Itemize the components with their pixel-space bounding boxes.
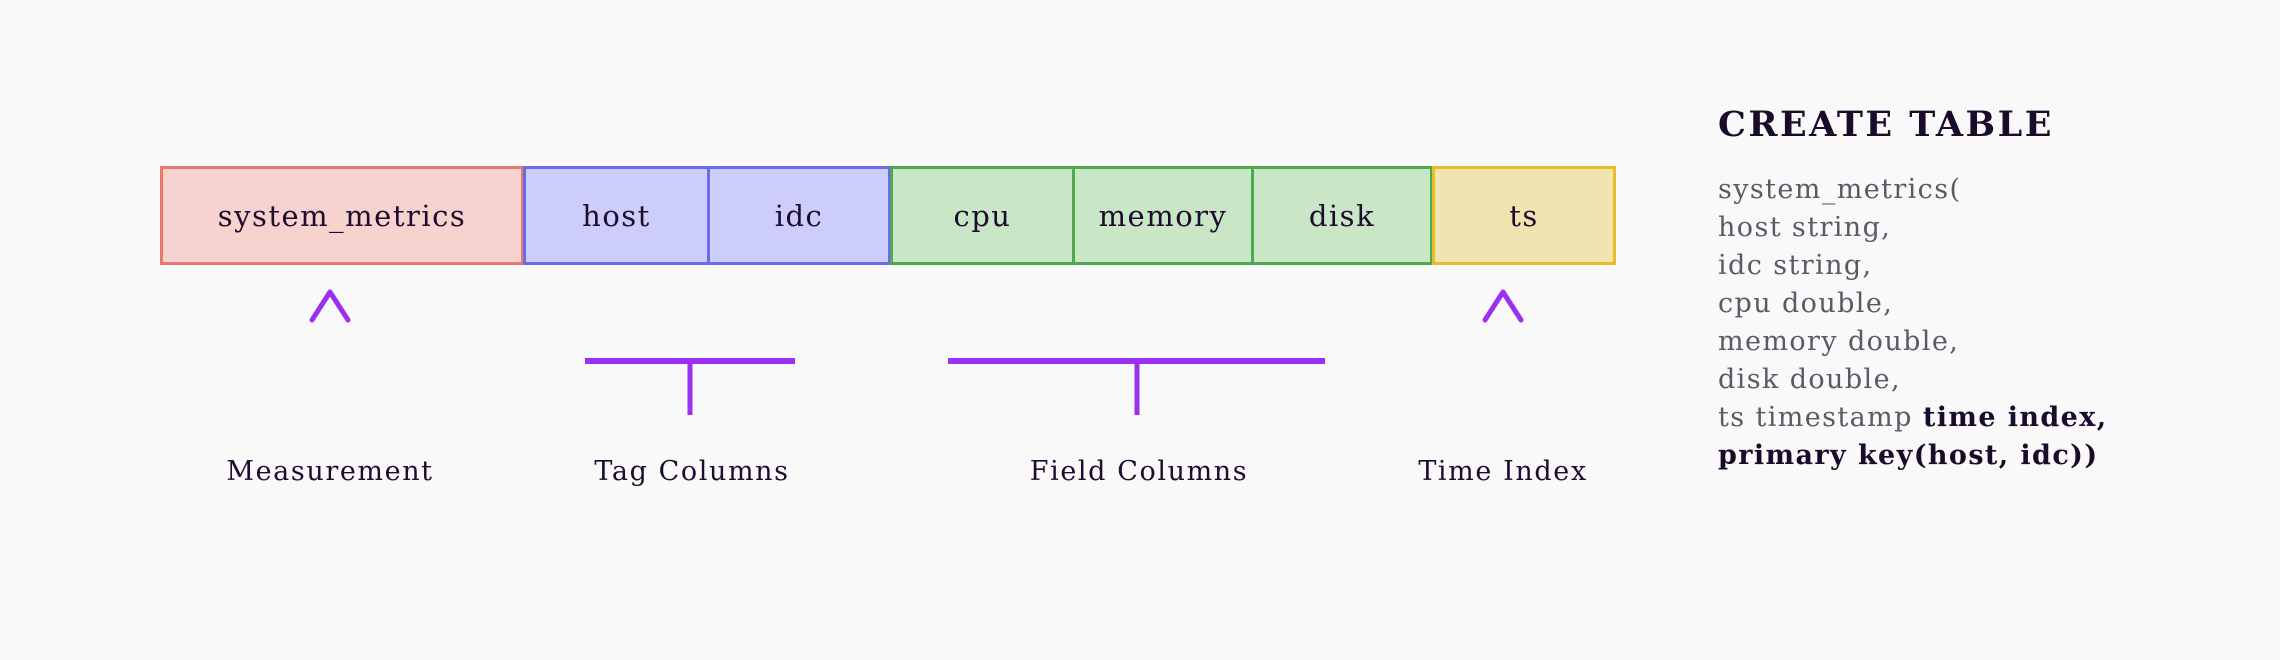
column-group-tag: host idc [523,166,891,265]
column-cell-system-metrics[interactable]: system_metrics [217,198,467,233]
legend-label-tag-columns: Tag Columns [594,456,790,487]
code-line: system_metrics( [1718,171,2108,209]
connector-bracket-field [948,300,1325,415]
code-text: idc string, [1718,250,1873,281]
table-schema-strip: system_metrics host idc cpu memory disk … [160,166,1616,265]
legend-label-measurement: Measurement [226,456,434,487]
code-line: cpu double, [1718,285,2108,323]
connector-arrow-time-index [1482,289,1524,415]
legend-label-time-index: Time Index [1418,456,1588,487]
code-line: ts timestamp time index, [1718,399,2108,437]
code-keyword: time index, [1922,402,2108,433]
create-table-code-panel: CREATE TABLE system_metrics(host string,… [1718,104,2108,475]
code-text: disk double, [1718,364,1901,395]
code-line: disk double, [1718,361,2108,399]
column-group-measurement: system_metrics [160,166,524,265]
code-line: host string, [1718,209,2108,247]
code-keyword: primary key(host, idc)) [1718,440,2099,471]
column-cell-disk[interactable]: disk [1251,169,1430,262]
code-text: host string, [1718,212,1892,243]
column-cell-ts[interactable]: ts [1509,198,1539,233]
connector-bracket-tag [585,300,795,415]
code-line: idc string, [1718,247,2108,285]
column-cell-memory[interactable]: memory [1072,169,1251,262]
legend-label-field-columns: Field Columns [1029,456,1249,487]
code-text: ts timestamp [1718,402,1923,433]
column-cell-host[interactable]: host [582,198,651,233]
column-group-field: cpu memory disk [890,166,1433,265]
code-panel-body: system_metrics(host string, idc string, cp… [1718,171,2108,475]
code-text: cpu double, [1718,288,1894,319]
code-panel-title: CREATE TABLE [1718,104,2054,145]
code-text: memory double, [1718,326,1960,357]
connector-arrow-measurement [309,289,351,415]
code-line: primary key(host, idc)) [1718,437,2108,475]
column-cell-cpu[interactable]: cpu [953,198,1012,233]
code-text: system_metrics( [1718,174,1962,205]
code-line: memory double, [1718,323,2108,361]
column-cell-idc[interactable]: idc [707,169,888,262]
column-group-time-index: ts [1432,166,1616,265]
